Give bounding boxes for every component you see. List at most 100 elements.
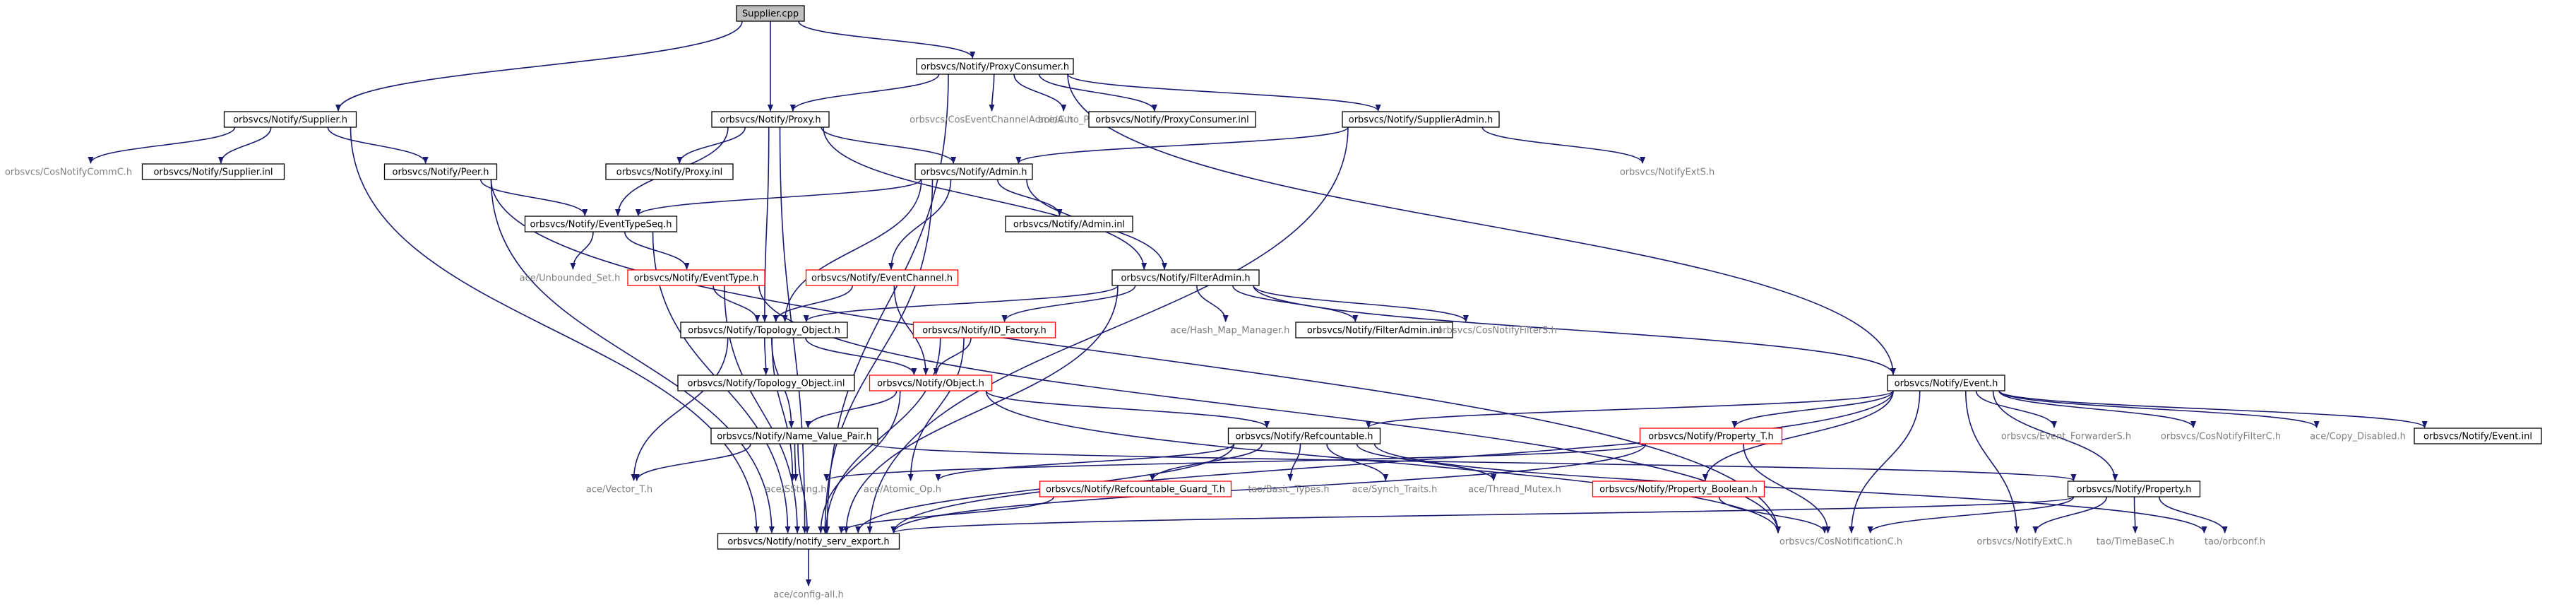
dependency-edge — [1287, 443, 1301, 481]
node-box — [1887, 375, 2005, 391]
node-label: orbsvcs/Notify/Property_Boolean.h — [1599, 485, 1758, 495]
node-label: orbsvcs/Notify/Proxy.inl — [616, 167, 722, 178]
dependency-edge — [88, 126, 236, 164]
graph-node[interactable]: tao/orbconf.h — [2199, 534, 2272, 549]
graph-node[interactable]: orbsvcs/Notify/EventType.h — [627, 269, 765, 286]
dependency-edge — [763, 337, 769, 375]
dependency-edge — [1067, 73, 1896, 375]
graph-node[interactable]: orbsvcs/Notify/FilterAdmin.inl — [1295, 322, 1453, 338]
dependency-edge — [773, 285, 854, 322]
graph-node[interactable]: orbsvcs/Notify/Topology_Object.h — [680, 322, 848, 338]
dependency-edge — [818, 390, 901, 534]
node-label: ace/SString.h — [765, 485, 827, 495]
node-label: ace/Atomic_Op.h — [864, 485, 941, 495]
graph-node[interactable]: orbsvcs/CosNotifyFilterC.h — [2152, 428, 2289, 444]
graph-node[interactable]: orbsvcs/Notify/EventTypeSeq.h — [524, 216, 678, 232]
dependency-edge — [805, 390, 898, 428]
graph-node[interactable]: orbsvcs/CosNotifyFilterS.h — [1429, 322, 1566, 338]
dependency-edge — [933, 337, 972, 375]
dependency-edge — [935, 443, 1235, 481]
dependency-edge — [838, 496, 1055, 534]
dependency-edge — [1253, 285, 1896, 375]
dependency-edge — [1001, 285, 1136, 322]
graph-node[interactable]: Supplier.cpp — [736, 5, 805, 22]
node-box — [736, 5, 805, 22]
graph-node[interactable]: orbsvcs/NotifyExtC.h — [1971, 534, 2078, 549]
node-box — [1295, 322, 1453, 338]
graph-node[interactable]: orbsvcs/Notify/ProxyConsumer.inl — [1088, 111, 1256, 128]
dependency-edge — [1356, 443, 1497, 481]
graph-node[interactable]: orbsvcs/Notify/Event.h — [1887, 375, 2005, 391]
graph-node[interactable]: orbsvcs/Notify/Peer.h — [383, 163, 498, 180]
dependency-edge — [985, 390, 1270, 428]
graph-node[interactable]: orbsvcs/NotifyExtS.h — [1614, 164, 1721, 179]
dependency-edge — [624, 231, 690, 270]
graph-node[interactable]: orbsvcs/Notify/Admin.h — [914, 163, 1033, 180]
graph-node[interactable]: tao/TimeBaseC.h — [2094, 534, 2177, 549]
dependency-edge — [907, 337, 965, 481]
graph-node[interactable]: orbsvcs/Notify/Supplier.inl — [141, 163, 285, 180]
node-box — [1639, 428, 1783, 444]
node-label: orbsvcs/CosEventChannelAdminC.h — [910, 115, 1073, 126]
graph-node[interactable]: orbsvcs/Notify/ID_Factory.h — [912, 322, 1056, 338]
dependency-edge — [1373, 443, 2207, 534]
graph-node[interactable]: orbsvcs/Notify/Proxy.inl — [605, 163, 734, 180]
graph-node[interactable]: ace/config-all.h — [765, 587, 852, 602]
dependency-edge — [1998, 390, 2428, 428]
dependency-edge — [1702, 390, 1894, 481]
graph-node[interactable]: orbsvcs/CosNotificationC.h — [1772, 534, 1909, 549]
graph-node[interactable]: ace/Thread_Mutex.h — [1466, 481, 1563, 497]
graph-node[interactable]: orbsvcs/Notify/Property_Boolean.h — [1592, 481, 1765, 497]
graph-node[interactable]: orbsvcs/Notify/Refcountable_Guard_T.h — [1039, 481, 1232, 497]
graph-node[interactable]: orbsvcs/Notify/Event.inl — [2414, 428, 2542, 444]
graph-node[interactable]: orbsvcs/Notify/Supplier.h — [223, 111, 357, 128]
graph-node[interactable]: orbsvcs/Notify/Topology_Object.inl — [677, 375, 855, 391]
graph-node[interactable]: orbsvcs/CosEventChannelAdminC.h — [910, 112, 1073, 127]
dependency-edge — [1326, 443, 1389, 481]
graph-node[interactable]: ace/Atomic_Op.h — [861, 481, 944, 497]
node-label: tao/Basic_Types.h — [1248, 485, 1329, 495]
dependency-edge — [1743, 443, 1831, 534]
dependency-edge — [1975, 390, 2057, 428]
dependency-edge — [490, 179, 1781, 534]
graph-node[interactable]: orbsvcs/Notify/ProxyConsumer.h — [916, 58, 1074, 75]
node-label: orbsvcs/CosNotificationC.h — [1779, 537, 1902, 548]
graph-node[interactable]: ace/Vector_T.h — [580, 481, 658, 497]
graph-node[interactable]: ace/Auto_Ptr.h — [1032, 112, 1110, 127]
dependency-edge — [633, 443, 751, 481]
node-label: orbsvcs/Notify/Supplier.inl — [153, 167, 273, 178]
graph-node[interactable]: orbsvcs/Notify/Admin.inl — [1005, 216, 1133, 232]
graph-node[interactable]: orbsvcs/Notify/EventChannel.h — [805, 269, 959, 286]
node-label: ace/Auto_Ptr.h — [1038, 115, 1104, 126]
dependency-edge — [1718, 496, 1827, 534]
node-label: orbsvcs/Notify/Object.h — [877, 379, 984, 389]
dependency-edge — [823, 443, 1647, 481]
node-box — [1342, 111, 1500, 128]
node-label: orbsvcs/NotifyExtC.h — [1976, 537, 2072, 548]
dependency-edge — [1998, 390, 2197, 428]
node-label: ace/config-all.h — [773, 590, 844, 601]
graph-node[interactable]: ace/SString.h — [760, 481, 833, 497]
graph-node[interactable]: tao/Basic_Types.h — [1243, 481, 1335, 497]
graph-node[interactable]: ace/Hash_Map_Manager.h — [1171, 322, 1290, 338]
graph-node[interactable]: orbsvcs/Notify/notify_serv_export.h — [717, 533, 900, 550]
graph-node[interactable]: orbsvcs/Notify/Name_Value_Pair.h — [710, 428, 878, 444]
graph-node[interactable]: orbsvcs/Notify/SupplierAdmin.h — [1342, 111, 1500, 128]
graph-node[interactable]: orbsvcs/Event_ForwarderS.h — [1998, 428, 2135, 444]
graph-node[interactable]: orbsvcs/Notify/Object.h — [869, 375, 993, 391]
node-label: orbsvcs/Notify/EventType.h — [634, 273, 759, 284]
node-label: tao/orbconf.h — [2205, 537, 2265, 548]
dependency-edge — [789, 73, 940, 112]
graph-node[interactable]: ace/Copy_Disabled.h — [2307, 428, 2409, 444]
graph-node[interactable]: orbsvcs/CosNotifyCommC.h — [5, 164, 132, 179]
graph-node[interactable]: orbsvcs/Notify/Proxy.h — [711, 111, 830, 128]
graph-node[interactable]: orbsvcs/Notify/Refcountable.h — [1227, 428, 1381, 444]
graph-node[interactable]: ace/Unbounded_Set.h — [519, 270, 621, 285]
node-label: orbsvcs/Notify/Event.h — [1895, 379, 1998, 389]
node-box — [912, 322, 1056, 338]
graph-node[interactable]: ace/Synch_Traits.h — [1346, 481, 1443, 497]
graph-node[interactable]: orbsvcs/Notify/FilterAdmin.h — [1111, 269, 1260, 286]
graph-node[interactable]: orbsvcs/Notify/Property.h — [2067, 481, 2201, 497]
graph-node[interactable]: orbsvcs/Notify/Property_T.h — [1639, 428, 1783, 444]
